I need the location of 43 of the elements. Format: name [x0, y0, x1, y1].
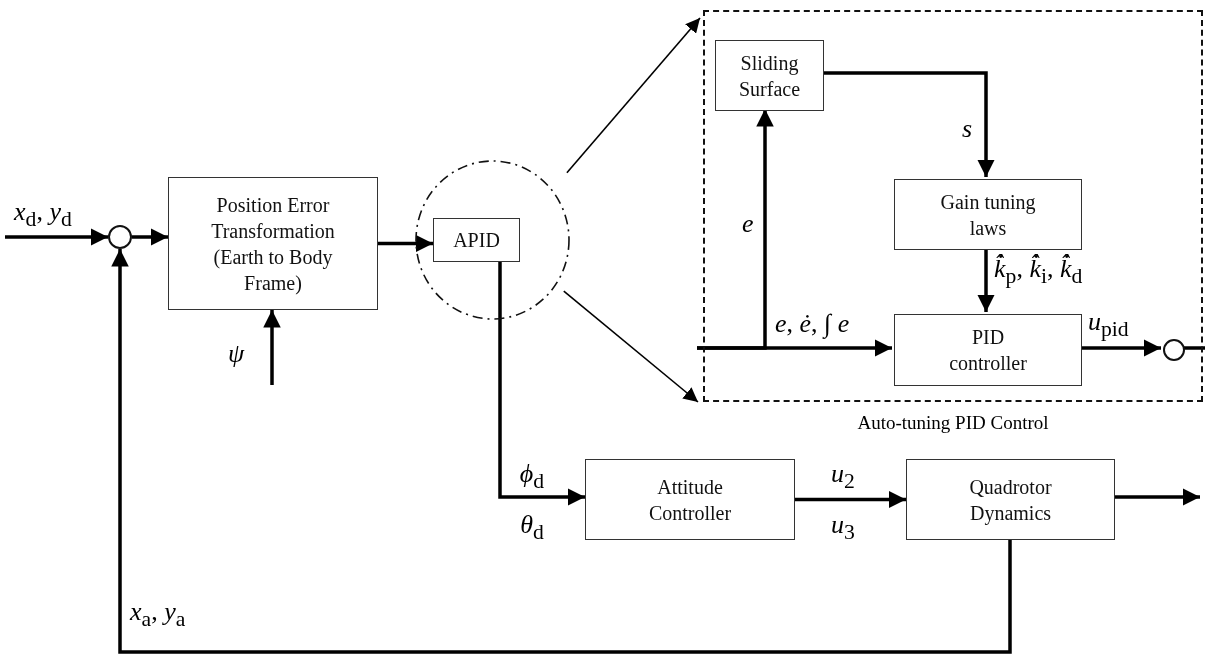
signal-arrow [263, 310, 281, 385]
signal-arrow [111, 249, 1012, 654]
block-label: PID controller [948, 325, 1028, 376]
signal-label: ψ [228, 340, 245, 369]
signal-label: u$_{pid}$ [1088, 308, 1129, 342]
signal-arrow [5, 228, 108, 246]
zoom-circle [415, 160, 570, 320]
signal-label: x$_{d}$, y$_{d}$ [14, 198, 72, 232]
block-box [168, 177, 378, 310]
signal-arrow [378, 234, 433, 253]
signal-line [1183, 346, 1205, 350]
signal-arrow [566, 17, 701, 174]
signal-arrow [132, 228, 168, 246]
block-label: Position Error Transformation (Earth to Body Frame) [210, 192, 336, 296]
group-title: Auto-tuning PID Control [857, 412, 1049, 434]
signal-label: e, ė, ∫ e [775, 310, 850, 339]
signal-label: u$_{2}$ u$_{3}$ [830, 458, 856, 547]
block-box [585, 459, 795, 540]
signal-arrow [563, 290, 699, 403]
block-label: Quadrotor Dynamics [968, 474, 1053, 526]
block-box [715, 40, 824, 111]
summing-junction [108, 225, 132, 249]
block-label: APID [452, 228, 501, 253]
signal-arrow [498, 262, 585, 506]
signal-label: k̂̇$_{p}$, k̂̇$_{i}$, k̂̇$_{d}$ [994, 255, 1083, 289]
summing-junction [1163, 339, 1185, 361]
block-box [894, 179, 1082, 250]
signal-label: e [742, 210, 754, 239]
block-box [894, 314, 1082, 386]
block-label: Attitude Controller [647, 474, 733, 526]
signal-arrow [1080, 339, 1161, 357]
signal-arrow [697, 109, 774, 350]
signal-label: s [962, 115, 973, 144]
block-box [433, 218, 520, 262]
block-box [906, 459, 1115, 540]
signal-arrow [822, 71, 995, 177]
block-label: Gain tuning laws [939, 189, 1037, 241]
signal-label: x$_{a}$, y$_{a}$ [130, 598, 186, 632]
signal-arrow [977, 248, 995, 312]
signal-arrow [795, 490, 906, 509]
block-label: Sliding Surface [737, 50, 802, 102]
signal-arrow [1115, 488, 1200, 506]
signal-label: ϕ$_{d}$ θ$_{d}$ [518, 458, 546, 547]
